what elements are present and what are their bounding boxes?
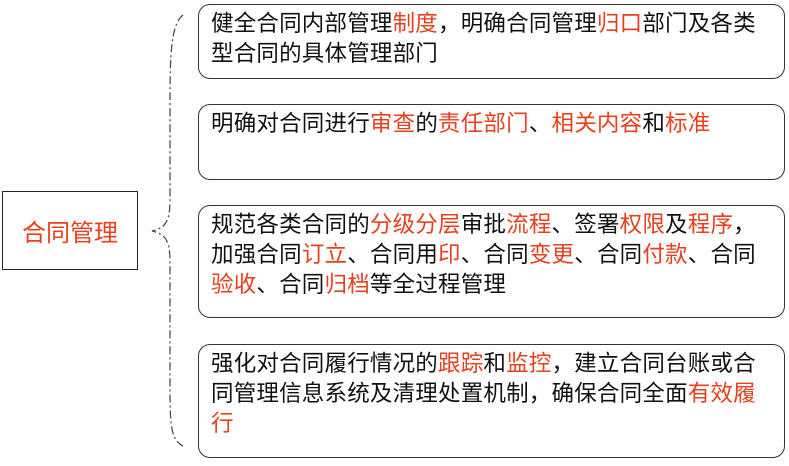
body-text: 和 bbox=[483, 351, 507, 377]
body-text: 健全合同内部管理 bbox=[211, 11, 393, 37]
item-box-process: 规范各类合同的分级分层审批流程、签署权限及程序，加强合同订立、合同用印、合同变更… bbox=[198, 205, 785, 318]
highlight-text: 印 bbox=[438, 242, 461, 268]
highlight-text: 相关内容 bbox=[551, 111, 643, 137]
body-text: 、 bbox=[528, 111, 552, 137]
highlight-text: 订立 bbox=[301, 242, 348, 268]
body-text: 及 bbox=[665, 212, 688, 238]
item-box-system: 健全合同内部管理制度，明确合同管理归口部门及各类型合同的具体管理部门 bbox=[198, 4, 785, 79]
highlight-text: 审查 bbox=[369, 111, 416, 137]
highlight-text: 程序 bbox=[687, 212, 734, 238]
highlight-text: 流程 bbox=[506, 212, 552, 238]
highlight-text: 分级分层 bbox=[369, 212, 461, 238]
body-text: 的 bbox=[415, 111, 439, 137]
body-text: 、合同用 bbox=[347, 242, 439, 268]
highlight-text: 付款 bbox=[642, 242, 688, 268]
body-text: 和 bbox=[642, 111, 666, 137]
body-text: 规范各类合同的 bbox=[211, 212, 370, 238]
highlight-text: 权限 bbox=[619, 212, 666, 238]
body-text: 、合同 bbox=[687, 242, 756, 268]
highlight-text: 监控 bbox=[506, 351, 552, 377]
highlight-text: 标准 bbox=[665, 111, 711, 137]
highlight-text: 制度 bbox=[392, 11, 439, 37]
body-text: 部门及各类型合同的具体管理部门 bbox=[211, 11, 756, 67]
highlight-text: 验收 bbox=[211, 272, 257, 298]
body-text: 等全过程管理 bbox=[369, 272, 507, 298]
body-text: 、签署 bbox=[551, 212, 620, 238]
body-text: 、合同 bbox=[460, 242, 529, 268]
body-text: 、合同 bbox=[574, 242, 643, 268]
highlight-text: 有效履行 bbox=[211, 381, 756, 437]
body-text: 审批 bbox=[460, 212, 507, 238]
item-box-review: 明确对合同进行审查的责任部门、相关内容和标准 bbox=[198, 104, 785, 180]
body-text: ，建立合同台账或合同管理信息系统及清理处置机制，确保合同全面 bbox=[211, 351, 756, 407]
body-text: 、合同 bbox=[256, 272, 325, 298]
root-label: 合同管理 bbox=[22, 219, 118, 247]
body-text: 强化对合同履行情况的 bbox=[211, 351, 439, 377]
highlight-text: 归口 bbox=[596, 11, 643, 37]
body-text: ，加强合同 bbox=[211, 212, 756, 268]
highlight-text: 变更 bbox=[528, 242, 575, 268]
body-text: 明确对合同进行 bbox=[211, 111, 370, 137]
body-text: ，明确合同管理 bbox=[438, 11, 597, 37]
highlight-text: 跟踪 bbox=[438, 351, 484, 377]
item-box-monitoring: 强化对合同履行情况的跟踪和监控，建立合同台账或合同管理信息系统及清理处置机制，确… bbox=[198, 344, 785, 458]
highlight-text: 责任部门 bbox=[438, 111, 529, 137]
highlight-text: 归档 bbox=[324, 272, 370, 298]
root-node: 合同管理 bbox=[2, 191, 138, 270]
